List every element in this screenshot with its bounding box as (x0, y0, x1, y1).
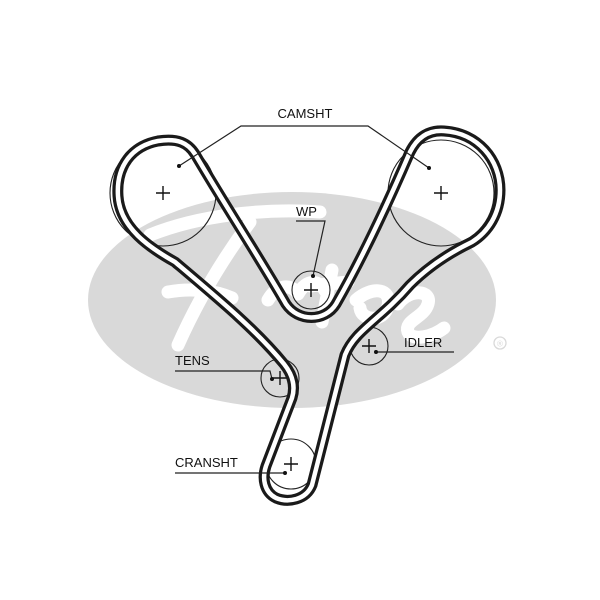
timing-belt (112, 125, 506, 506)
watermark-ellipse (88, 192, 496, 408)
water-pump-leader-line (296, 220, 326, 277)
cross-icon (156, 186, 170, 200)
cross-icon (273, 371, 287, 385)
idler-label: IDLER (404, 335, 442, 350)
cross-icon (304, 283, 318, 297)
cross-icon (284, 457, 298, 471)
belt-inner (115, 128, 503, 503)
water-pump-label: WP (296, 204, 317, 219)
leader-lines (175, 125, 454, 474)
cross-icon (362, 339, 376, 353)
gates-watermark-logo: ® (88, 192, 507, 408)
svg-text:®: ® (497, 340, 503, 349)
water-pump-pulley (291, 270, 331, 310)
leader-dots (177, 164, 431, 475)
tensioner-leader-line (175, 370, 273, 380)
pulley-center-marks (156, 186, 448, 471)
tensioner-label: TENS (175, 353, 210, 368)
crankshaft-label: CRANSHT (175, 455, 238, 470)
camshaft-leader-line (178, 125, 430, 169)
registered-mark-icon: ® (493, 336, 507, 350)
cross-icon (434, 186, 448, 200)
part-labels: CAMSHT WP TENS IDLER CRANSHT (175, 106, 442, 470)
camshaft-label: CAMSHT (278, 106, 333, 121)
